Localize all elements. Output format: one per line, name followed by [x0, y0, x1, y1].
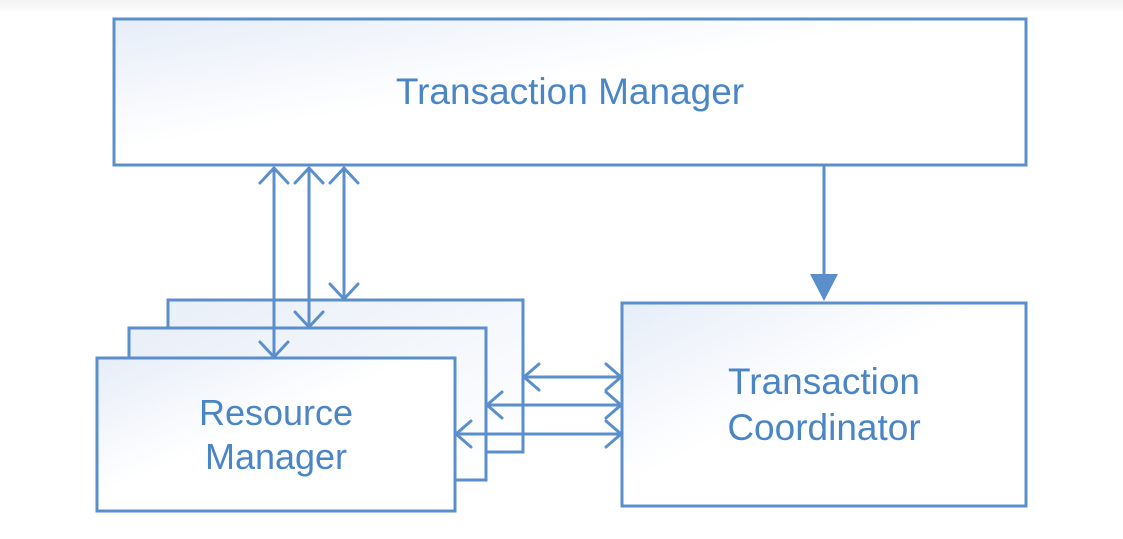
transaction-coordinator-box	[620, 301, 1028, 508]
resource-manager-box-front	[95, 356, 457, 513]
transaction-coordinator-label: Transaction Coordinator	[622, 303, 1026, 506]
resource-manager-label: Resource Manager	[97, 358, 455, 511]
transaction-coordinator-text-line2: Coordinator	[727, 406, 921, 448]
tm-tc-arrow	[810, 166, 838, 301]
resource-manager-text-line2: Manager	[204, 435, 348, 477]
transaction-coordinator-text-line1: Transaction	[728, 361, 920, 403]
transaction-manager-label: Transaction Manager	[114, 19, 1026, 165]
rm-tc-arrows	[454, 362, 623, 449]
transaction-manager-text: Transaction Manager	[395, 71, 745, 113]
tm-rm-arrows	[258, 166, 360, 359]
resource-manager-text-line1: Resource	[198, 391, 354, 433]
transaction-manager-box	[112, 17, 1028, 167]
